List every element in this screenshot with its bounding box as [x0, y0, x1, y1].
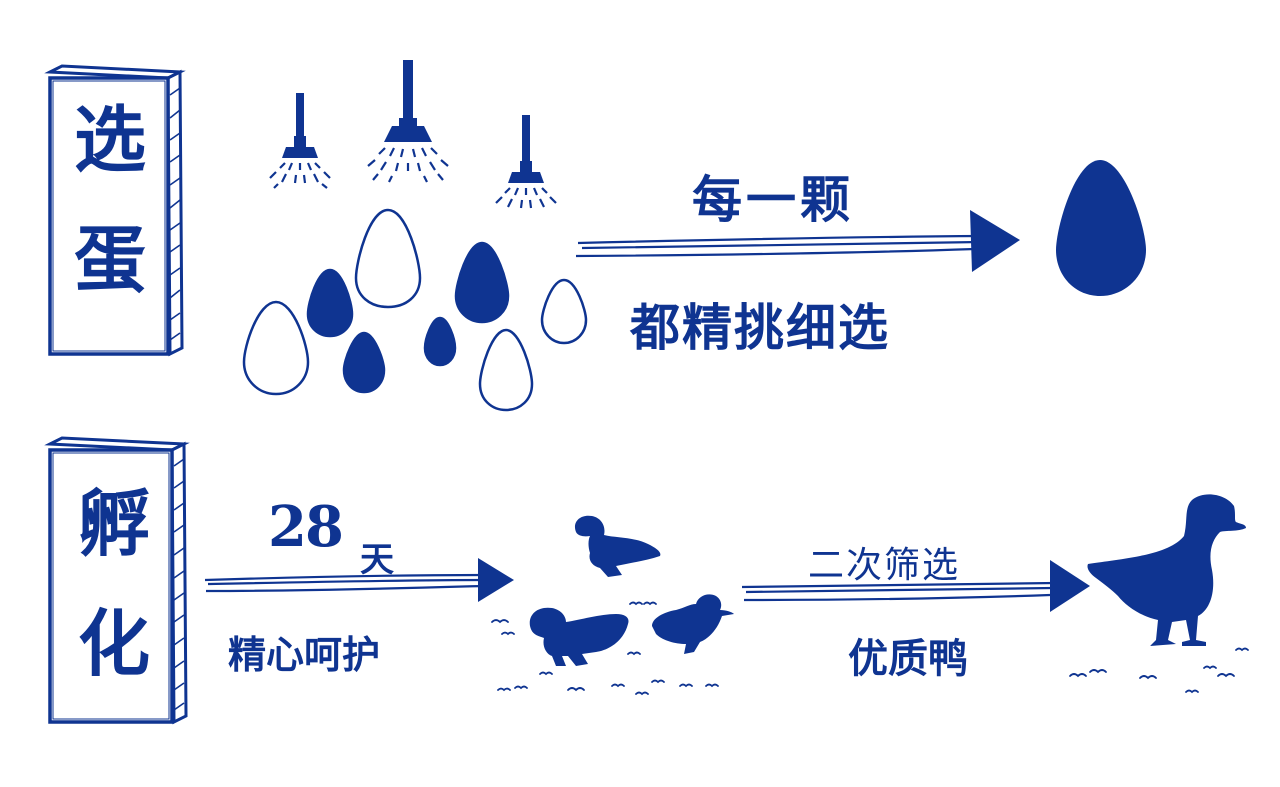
caption-every-one: 每一颗 — [692, 170, 854, 229]
egg-icon — [478, 328, 534, 412]
arrow-icon — [204, 558, 514, 602]
egg-icon — [423, 316, 457, 367]
arrow-icon — [741, 560, 1090, 612]
egg-icon — [354, 208, 422, 309]
egg-icon — [454, 241, 510, 324]
days-unit: 天 — [360, 540, 394, 580]
caption-careful-care: 精心呵护 — [228, 632, 381, 677]
duckling-icon — [574, 515, 661, 577]
lamp-icon — [269, 93, 331, 189]
bird-icon — [491, 601, 1249, 696]
duckling-icon — [529, 607, 629, 666]
egg-icon — [540, 278, 588, 345]
egg-icon — [1056, 160, 1146, 296]
egg-icon — [306, 268, 354, 338]
duck-icon — [1087, 494, 1246, 646]
caption-quality-duck: 优质鸭 — [848, 635, 968, 682]
days-number: 28 — [268, 494, 344, 560]
egg-icon — [342, 331, 386, 394]
caption-carefully-selected: 都精挑细选 — [630, 298, 890, 357]
label-hatch-bottom: 化 — [77, 601, 150, 686]
label-box-hatch — [44, 436, 190, 725]
lamp-icon — [495, 115, 557, 209]
egg-icon — [242, 300, 310, 396]
label-select-bottom: 蛋 — [73, 217, 146, 302]
lamp-icon — [367, 60, 449, 183]
caption-second-screening: 二次筛选 — [808, 545, 961, 586]
label-hatch-top: 孵 — [77, 481, 150, 566]
label-box-select — [44, 64, 186, 357]
duckling-icon — [652, 594, 734, 654]
arrow-icon — [575, 210, 1020, 272]
label-select-top: 选 — [73, 97, 146, 182]
